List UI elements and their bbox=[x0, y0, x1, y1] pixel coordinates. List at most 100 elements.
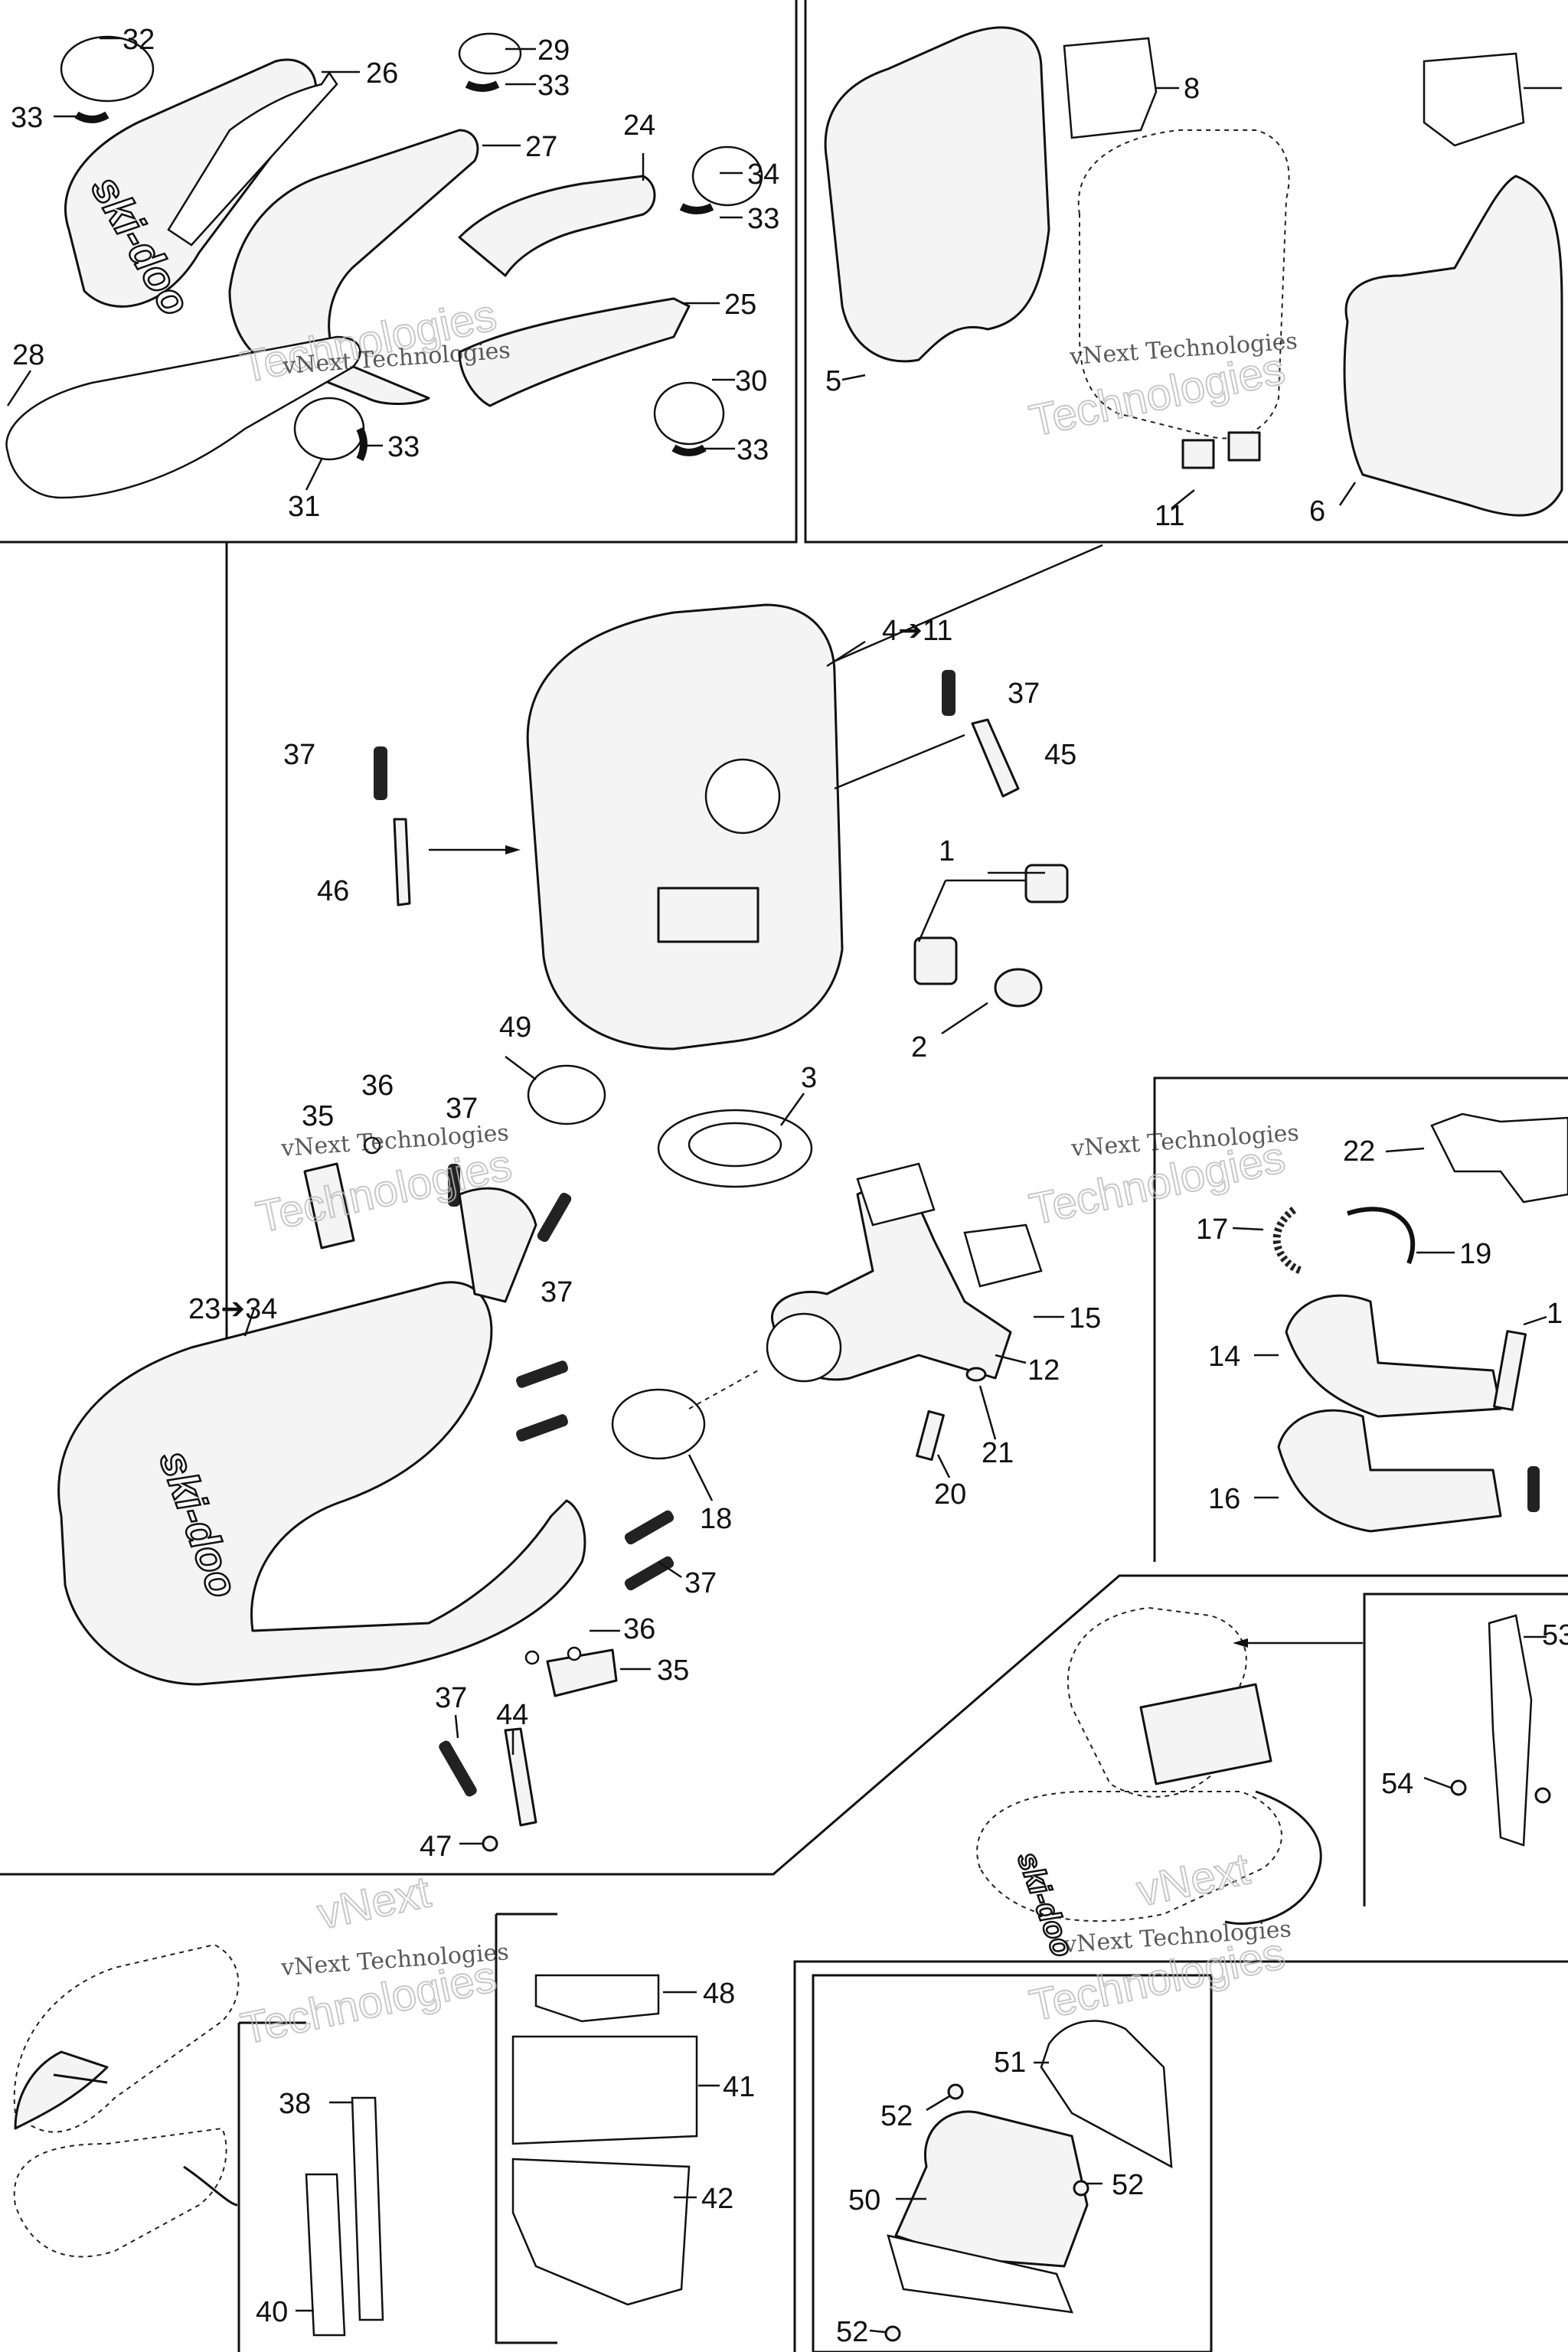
spring-37 bbox=[624, 1556, 675, 1591]
callout-27: 27 bbox=[525, 131, 557, 163]
spring-right bbox=[1527, 1466, 1540, 1512]
spring-37 bbox=[374, 746, 387, 800]
callout-13: 1 bbox=[1547, 1298, 1563, 1330]
callout-46: 46 bbox=[317, 875, 349, 907]
spring-37 bbox=[516, 1414, 568, 1442]
callout-8: 8 bbox=[1184, 73, 1200, 105]
clip-33a bbox=[74, 111, 109, 123]
callout-5: 5 bbox=[825, 365, 841, 397]
overview-bracket bbox=[1139, 1683, 1272, 1785]
callout-18: 18 bbox=[700, 1503, 732, 1535]
bracket-50 bbox=[894, 2110, 1089, 2268]
spring-37 bbox=[942, 670, 956, 716]
frame-bottom-left-bracket bbox=[495, 1914, 557, 2344]
spring-clamp-29 bbox=[458, 32, 522, 75]
callout-50: 50 bbox=[848, 2184, 880, 2216]
callout-35: 35 bbox=[657, 1655, 689, 1687]
callout-4-to-11: 4➔11 bbox=[882, 615, 952, 647]
callout-37: 37 bbox=[283, 739, 315, 771]
heat-shield-25 bbox=[458, 297, 691, 407]
bracket-35 bbox=[303, 1162, 355, 1250]
bottom-left-panel: 48 41 38 42 40 bbox=[13, 1943, 755, 2337]
bottom-left-cover-lower bbox=[13, 2127, 227, 2258]
spring-37 bbox=[439, 1740, 477, 1797]
stud-20 bbox=[916, 1410, 945, 1462]
bottom-left-cover-upper bbox=[13, 1943, 240, 2133]
nut-36b bbox=[524, 1650, 540, 1665]
callout-33: 33 bbox=[537, 70, 570, 102]
pipe-seam-26 bbox=[167, 70, 338, 247]
callout-21: 21 bbox=[982, 1437, 1014, 1469]
callout-38: 38 bbox=[279, 2088, 311, 2120]
insulation-41 bbox=[511, 2035, 698, 2145]
grommet-2 bbox=[994, 968, 1043, 1008]
callout-37: 37 bbox=[1008, 678, 1040, 710]
spring-clamp-30 bbox=[653, 381, 725, 446]
muffler-outline bbox=[1077, 129, 1290, 439]
frame-top-left bbox=[0, 0, 798, 544]
callout-36: 36 bbox=[361, 1070, 394, 1102]
watermark-vnext: vNext bbox=[313, 1867, 435, 1939]
muffler-outlet bbox=[704, 758, 781, 835]
callout-22: 22 bbox=[1343, 1135, 1375, 1168]
spring-37 bbox=[448, 1164, 460, 1207]
callout-2: 2 bbox=[911, 1031, 927, 1063]
callout-31: 31 bbox=[288, 491, 320, 523]
insulation-40 bbox=[305, 2173, 346, 2337]
heat-shield-16 bbox=[1277, 1409, 1502, 1533]
spring-37 bbox=[537, 1192, 572, 1243]
callout-23-to-34: 23➔34 bbox=[188, 1293, 277, 1325]
spring-37 bbox=[516, 1361, 568, 1388]
insulation-8 bbox=[1063, 37, 1158, 139]
frame-top-right bbox=[804, 0, 1568, 544]
bracket-46 bbox=[393, 818, 411, 906]
frame-bottom-right-outer bbox=[793, 1960, 1568, 2352]
bracket-44 bbox=[504, 1727, 537, 1827]
callout-1: 1 bbox=[939, 835, 955, 867]
nut-52a bbox=[947, 2083, 964, 2100]
callout-37: 37 bbox=[541, 1276, 573, 1308]
heat-shield-14 bbox=[1285, 1294, 1502, 1418]
insulation-22 bbox=[1430, 1112, 1568, 1204]
overview-pipe bbox=[976, 1791, 1282, 1922]
main-assembly-panel: ski-doo 4➔11 bbox=[57, 544, 1103, 1863]
elbow-pipe-24 bbox=[458, 175, 656, 277]
top-right-panel: 8 5 11 6 bbox=[824, 26, 1563, 532]
clip-33c bbox=[679, 203, 714, 214]
bumper-11b bbox=[1227, 431, 1261, 462]
spring-clamp-32 bbox=[60, 35, 155, 103]
bumper-1b bbox=[913, 936, 958, 985]
callout-25: 25 bbox=[724, 289, 756, 321]
manifold-outlet bbox=[766, 1312, 842, 1383]
nut-47 bbox=[482, 1835, 498, 1852]
callout-33: 33 bbox=[737, 434, 769, 466]
insulation-top-right bbox=[1423, 52, 1525, 147]
heat-shield-53 bbox=[1488, 1614, 1533, 1847]
callout-32: 32 bbox=[122, 24, 155, 56]
callout-37: 37 bbox=[446, 1093, 478, 1125]
bottom-right-panel: 51 52 52 50 52 bbox=[836, 2020, 1173, 2348]
callout-49: 49 bbox=[499, 1011, 531, 1044]
callout-33: 33 bbox=[387, 431, 420, 463]
gasket-15a bbox=[856, 1162, 936, 1227]
callout-52: 52 bbox=[880, 2100, 913, 2132]
callout-42: 42 bbox=[701, 2183, 733, 2215]
callout-47: 47 bbox=[420, 1831, 452, 1863]
callout-51: 51 bbox=[994, 2047, 1026, 2079]
callout-52: 52 bbox=[836, 2316, 868, 2348]
insulation-42 bbox=[511, 2158, 691, 2306]
callout-11: 11 bbox=[1155, 500, 1184, 532]
spring-37 bbox=[624, 1510, 675, 1545]
callout-36: 36 bbox=[623, 1613, 655, 1645]
callout-16: 16 bbox=[1208, 1483, 1240, 1515]
callout-54: 54 bbox=[1381, 1768, 1413, 1800]
bracket-13 bbox=[1492, 1330, 1527, 1411]
callout-19: 19 bbox=[1459, 1238, 1491, 1270]
bracket-45 bbox=[971, 718, 1020, 798]
callout-37: 37 bbox=[435, 1682, 467, 1714]
frame-bottom-right-inner bbox=[812, 1974, 1213, 2352]
assembled-overview: ski-doo 53 54 bbox=[976, 1606, 1568, 1962]
callout-34: 34 bbox=[747, 158, 779, 191]
callout-17: 17 bbox=[1196, 1214, 1228, 1246]
